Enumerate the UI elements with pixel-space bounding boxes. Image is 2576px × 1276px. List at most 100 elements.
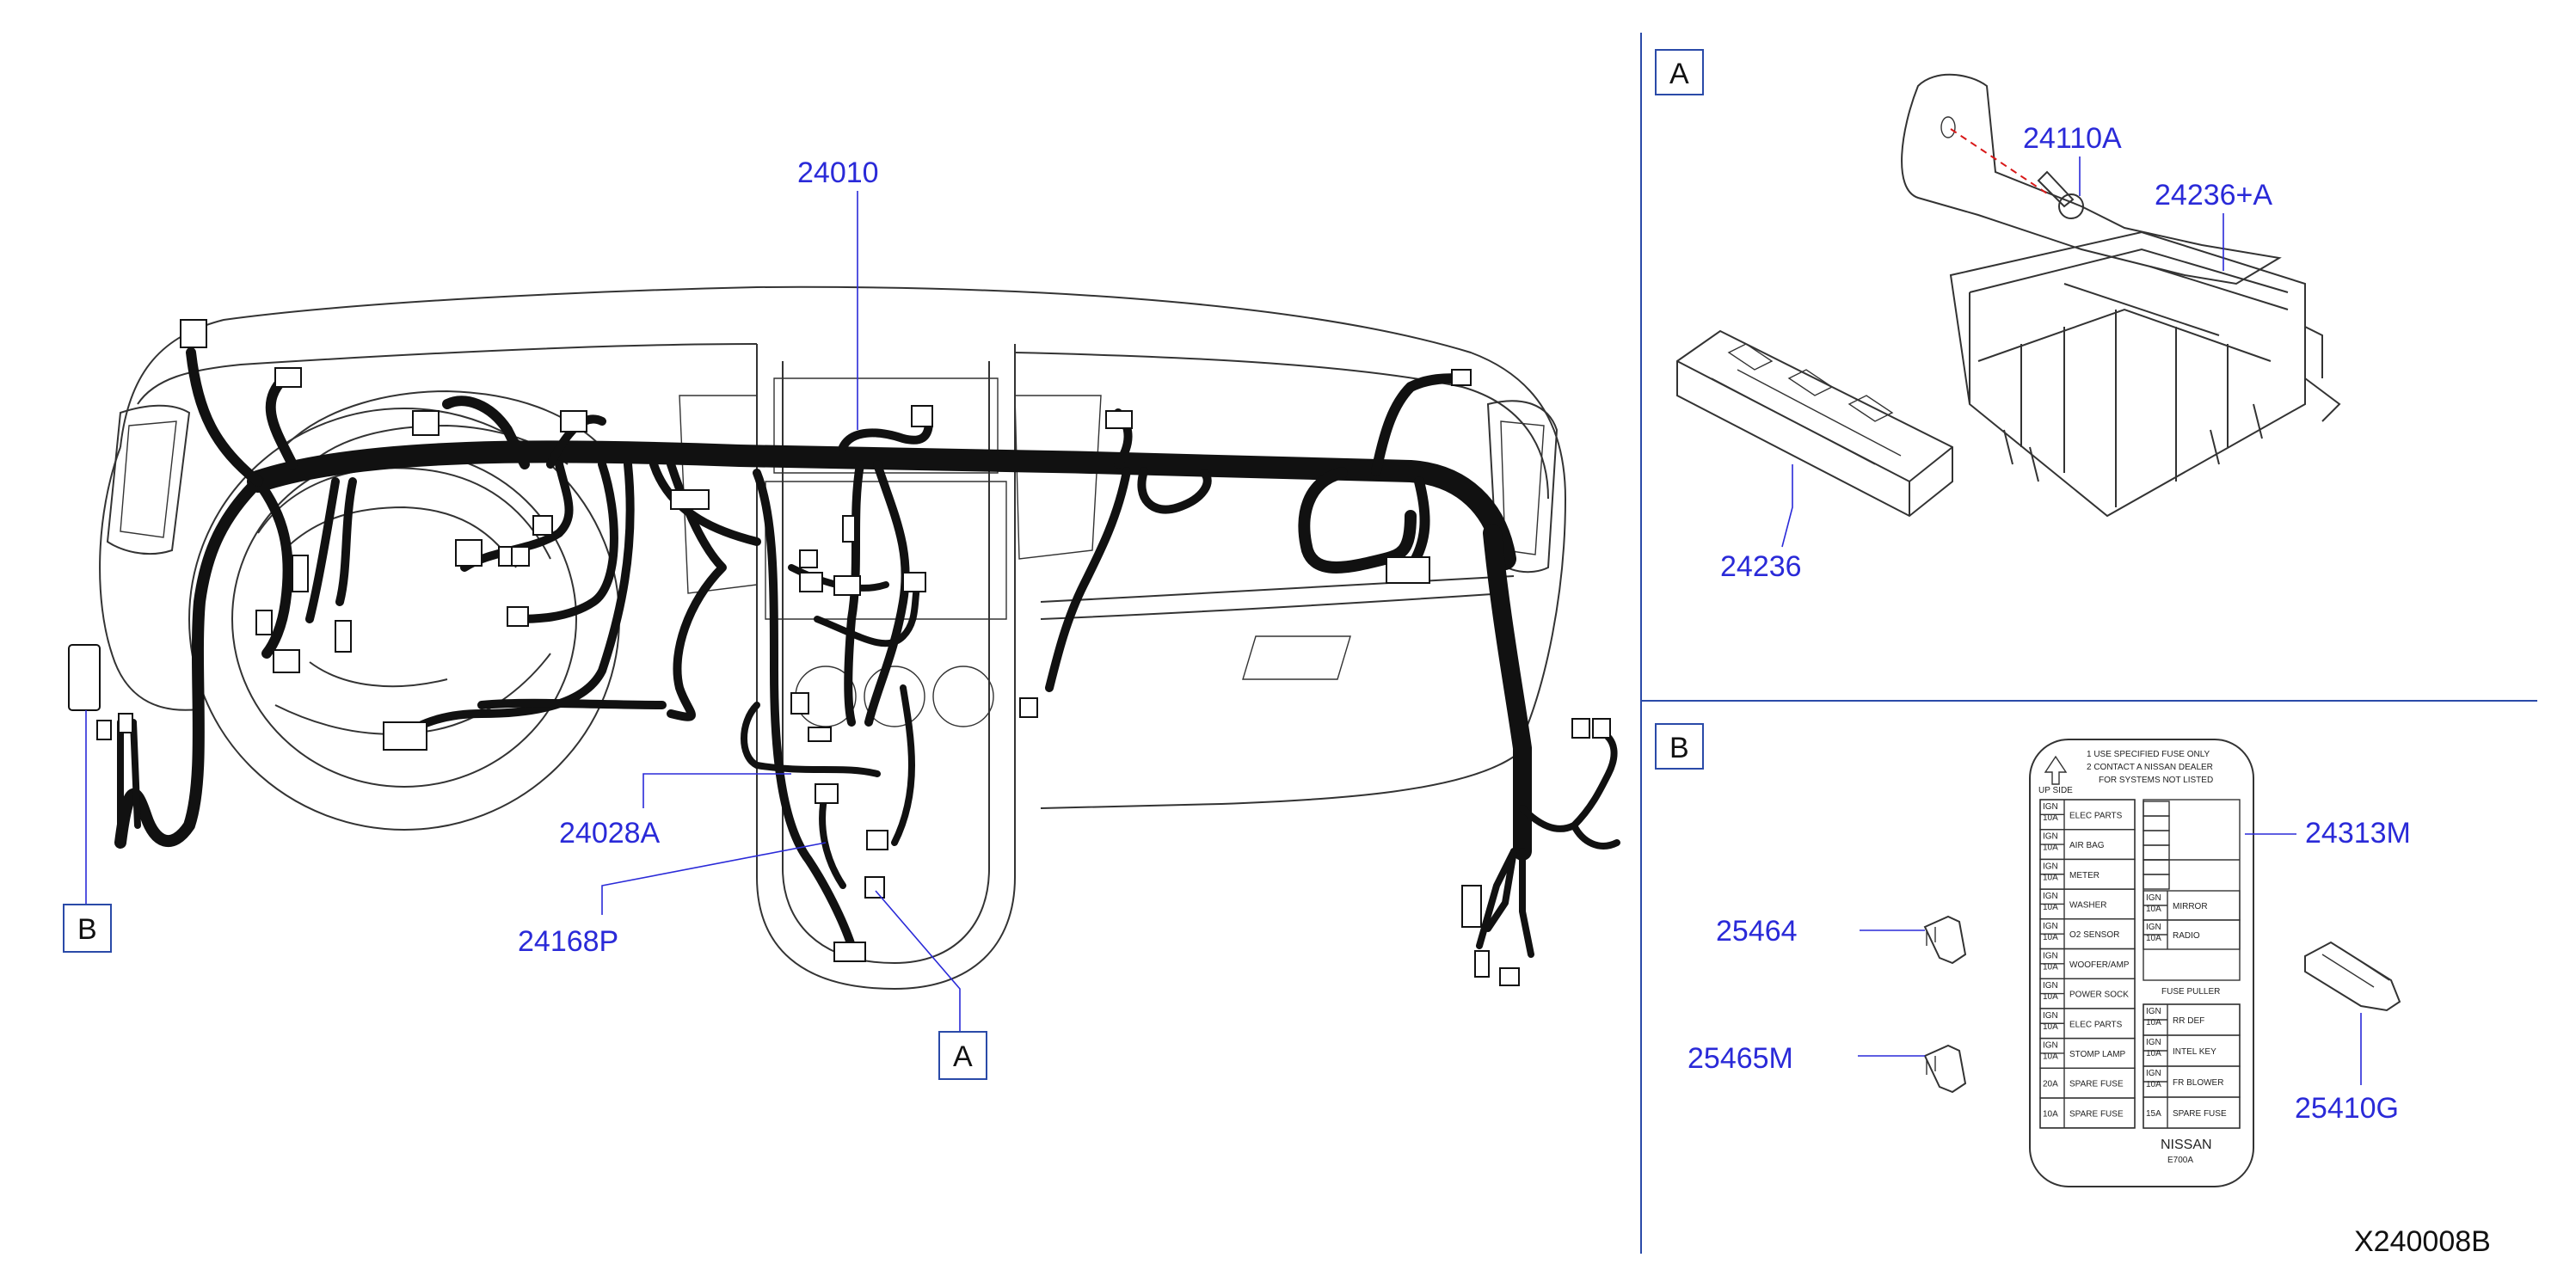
view-a-marker-label: A [953,1040,973,1073]
label-24168p: 24168P [518,925,618,958]
fuse-circuit-name: POWER SOCK [2069,991,2129,1000]
fuse-rating: IGN [2043,862,2058,871]
fuse-25465m-shape [1923,1044,1967,1094]
fuse-label-card [2029,739,2254,1187]
fuse-rating: IGN [2043,892,2058,901]
fuse-row: IGN 10A FR BLOWER [2143,1065,2241,1098]
view-b-panel: B 1 USE SPECIFIED FUSE ONLY 2 CONTACT A … [1655,723,2411,1187]
view-a-box [1655,49,1704,95]
fuse-circuit-name: RADIO [2173,931,2200,941]
fuse-row: 10A SPARE FUSE [2039,1097,2136,1129]
instrument-panel-outline [99,285,1567,991]
fuse-row: IGN 10A WOOFER/AMP [2039,948,2136,979]
fuse-rating: 10A [2146,1080,2161,1089]
fuse-label-header-2: 2 CONTACT A NISSAN DEALER [2087,763,2213,772]
fuse-circuit-name: SPARE FUSE [2069,1109,2124,1119]
view-a-marker [938,1031,987,1080]
label-25410g: 25410G [2295,1092,2399,1125]
view-b-marker [63,904,112,953]
fuse-rating: 10A [2043,1109,2058,1119]
fuse-row: 20A SPARE FUSE [2039,1067,2136,1099]
fuse-label-header-1: 1 USE SPECIFIED FUSE ONLY [2087,750,2210,759]
view-b-box-label: B [1669,732,1689,764]
view-b-box [1655,723,1704,770]
fuse-rating: 10A [2043,1022,2058,1032]
fuse-row: IGN 10A WASHER [2039,888,2136,920]
fuse-rating: IGN [2146,1007,2161,1016]
fuse-row: IGN 10A AIR BAG [2039,829,2136,861]
fuse-rating: IGN [2043,802,2058,812]
fuse-circuit-name: SPARE FUSE [2069,1080,2124,1089]
label-24010: 24010 [797,156,879,189]
fuse-puller-slot-label: FUSE PULLER [2161,987,2220,997]
fuse-rating: IGN [2146,1069,2161,1078]
harness-connectors [68,319,1611,986]
fuse-circuit-name: ELEC PARTS [2069,1020,2123,1029]
fuse-label-brand: NISSAN [2161,1138,2212,1152]
fuse-circuit-name: METER [2069,871,2100,880]
fuse-rating: 10A [2043,903,2058,912]
fuse-rating: IGN [2146,1038,2161,1047]
wire-harness [114,347,1620,958]
fuse-circuit-name: WASHER [2069,900,2107,910]
fuse-rating: 10A [2043,813,2058,823]
label-25464: 25464 [1716,915,1798,948]
fuse-label-header-3: FOR SYSTEMS NOT LISTED [2099,776,2213,785]
fuse-row: IGN 10A O2 SENSOR [2039,918,2136,950]
fuse-rating: IGN [2043,952,2058,961]
fuse-rating: IGN [2146,893,2161,903]
fuse-circuit-name: STOMP LAMP [2069,1050,2126,1059]
fuse-rating: IGN [2043,981,2058,991]
fuse-rating: 10A [2043,873,2058,882]
fuse-rating: 10A [2043,1052,2058,1062]
fuse-rating: 10A [2146,1049,2161,1058]
fuse-rating: 20A [2043,1080,2058,1089]
fuse-circuit-name: FR BLOWER [2173,1078,2223,1088]
fuse-right-top-rows: IGN 10A MIRROR IGN 10A RADIO [2143,801,2241,950]
fuse-row: IGN 10A RADIO [2143,919,2241,950]
fuse-rating: 10A [2146,905,2161,914]
fuse-rating: 10A [2043,992,2058,1002]
fuse-row: IGN 10A METER [2039,858,2136,890]
fuse-puller-shape [2304,941,2401,1012]
fuse-circuit-name: AIR BAG [2069,841,2105,850]
fuse-circuit-name: ELEC PARTS [2069,811,2123,820]
fuse-circuit-name: SPARE FUSE [2173,1109,2227,1119]
fuse-rating: 10A [2043,933,2058,942]
fuse-row: IGN 10A INTEL KEY [2143,1034,2241,1067]
fuse-rating: 10A [2146,934,2161,943]
fuse-row: 15A SPARE FUSE [2143,1096,2241,1129]
label-24236: 24236 [1720,550,1802,583]
fuse-rating: IGN [2043,1011,2058,1021]
fuse-rating: IGN [2043,922,2058,931]
fuse-circuit-name: MIRROR [2173,902,2208,911]
left-callouts: 24010 24028A 24168P A B [63,156,987,1080]
label-24313m: 24313M [2305,817,2411,850]
fuse-circuit-name: RR DEF [2173,1016,2204,1026]
diagram-code: X240008B [2354,1225,2491,1258]
view-a-box-label: A [1669,58,1689,90]
fuse-25464-shape [1923,915,1967,965]
label-25465m: 25465M [1688,1042,1793,1075]
fuse-rating: 10A [2043,844,2058,853]
fuse-rating: IGN [2146,923,2161,932]
fuse-label-part-code: E700A [2167,1156,2193,1165]
fuse-circuit-name: O2 SENSOR [2069,930,2119,940]
fuse-rating: IGN [2043,832,2058,842]
view-a-panel: A 24110A 24236+A 24236 [1655,49,2341,583]
fuse-circuit-name: WOOFER/AMP [2069,960,2130,970]
view-b-marker-label: B [77,913,97,946]
fuse-rating: IGN [2043,1041,2058,1051]
fuse-label-up-side: UP SIDE [2038,786,2073,795]
up-arrow-icon [2044,755,2068,785]
fuse-circuit-name: INTEL KEY [2173,1047,2216,1057]
fuse-rating: 15A [2146,1109,2161,1119]
fuse-rating: 10A [2043,963,2058,972]
fuse-rating: 10A [2146,1018,2161,1028]
